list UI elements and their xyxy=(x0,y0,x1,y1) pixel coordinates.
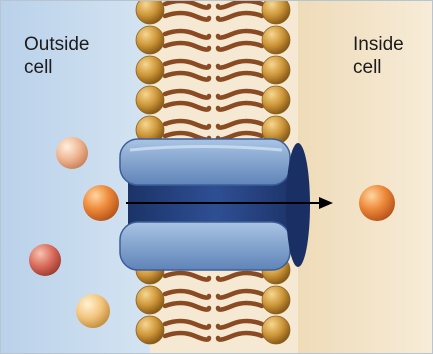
phospholipid-head xyxy=(262,26,290,54)
phospholipid-head xyxy=(262,316,290,344)
phospholipid-head xyxy=(262,0,290,24)
protein-lower-lobe xyxy=(120,222,290,270)
phospholipid-head xyxy=(136,86,164,114)
protein-right-edge xyxy=(286,143,310,267)
molecule-outside-yellow xyxy=(76,294,110,328)
outside-label-line-2: cell xyxy=(24,57,53,78)
transport-protein xyxy=(120,139,310,270)
outside-label-line-1: Outside xyxy=(24,34,89,55)
molecule-outside-red xyxy=(29,244,61,276)
phospholipid-head xyxy=(262,56,290,84)
phospholipid-head xyxy=(136,0,164,24)
phospholipid-head xyxy=(262,86,290,114)
inside-label-line-1: Inside xyxy=(353,34,404,55)
molecule-outside-peach xyxy=(56,137,88,169)
phospholipid-head xyxy=(136,26,164,54)
phospholipid-head xyxy=(136,56,164,84)
phospholipid-head xyxy=(136,286,164,314)
phospholipid-head xyxy=(136,316,164,344)
molecule-outside-orange xyxy=(83,185,119,221)
phospholipid-head xyxy=(262,286,290,314)
molecule-inside-orange xyxy=(359,185,395,221)
inside-label-line-2: cell xyxy=(353,57,382,78)
